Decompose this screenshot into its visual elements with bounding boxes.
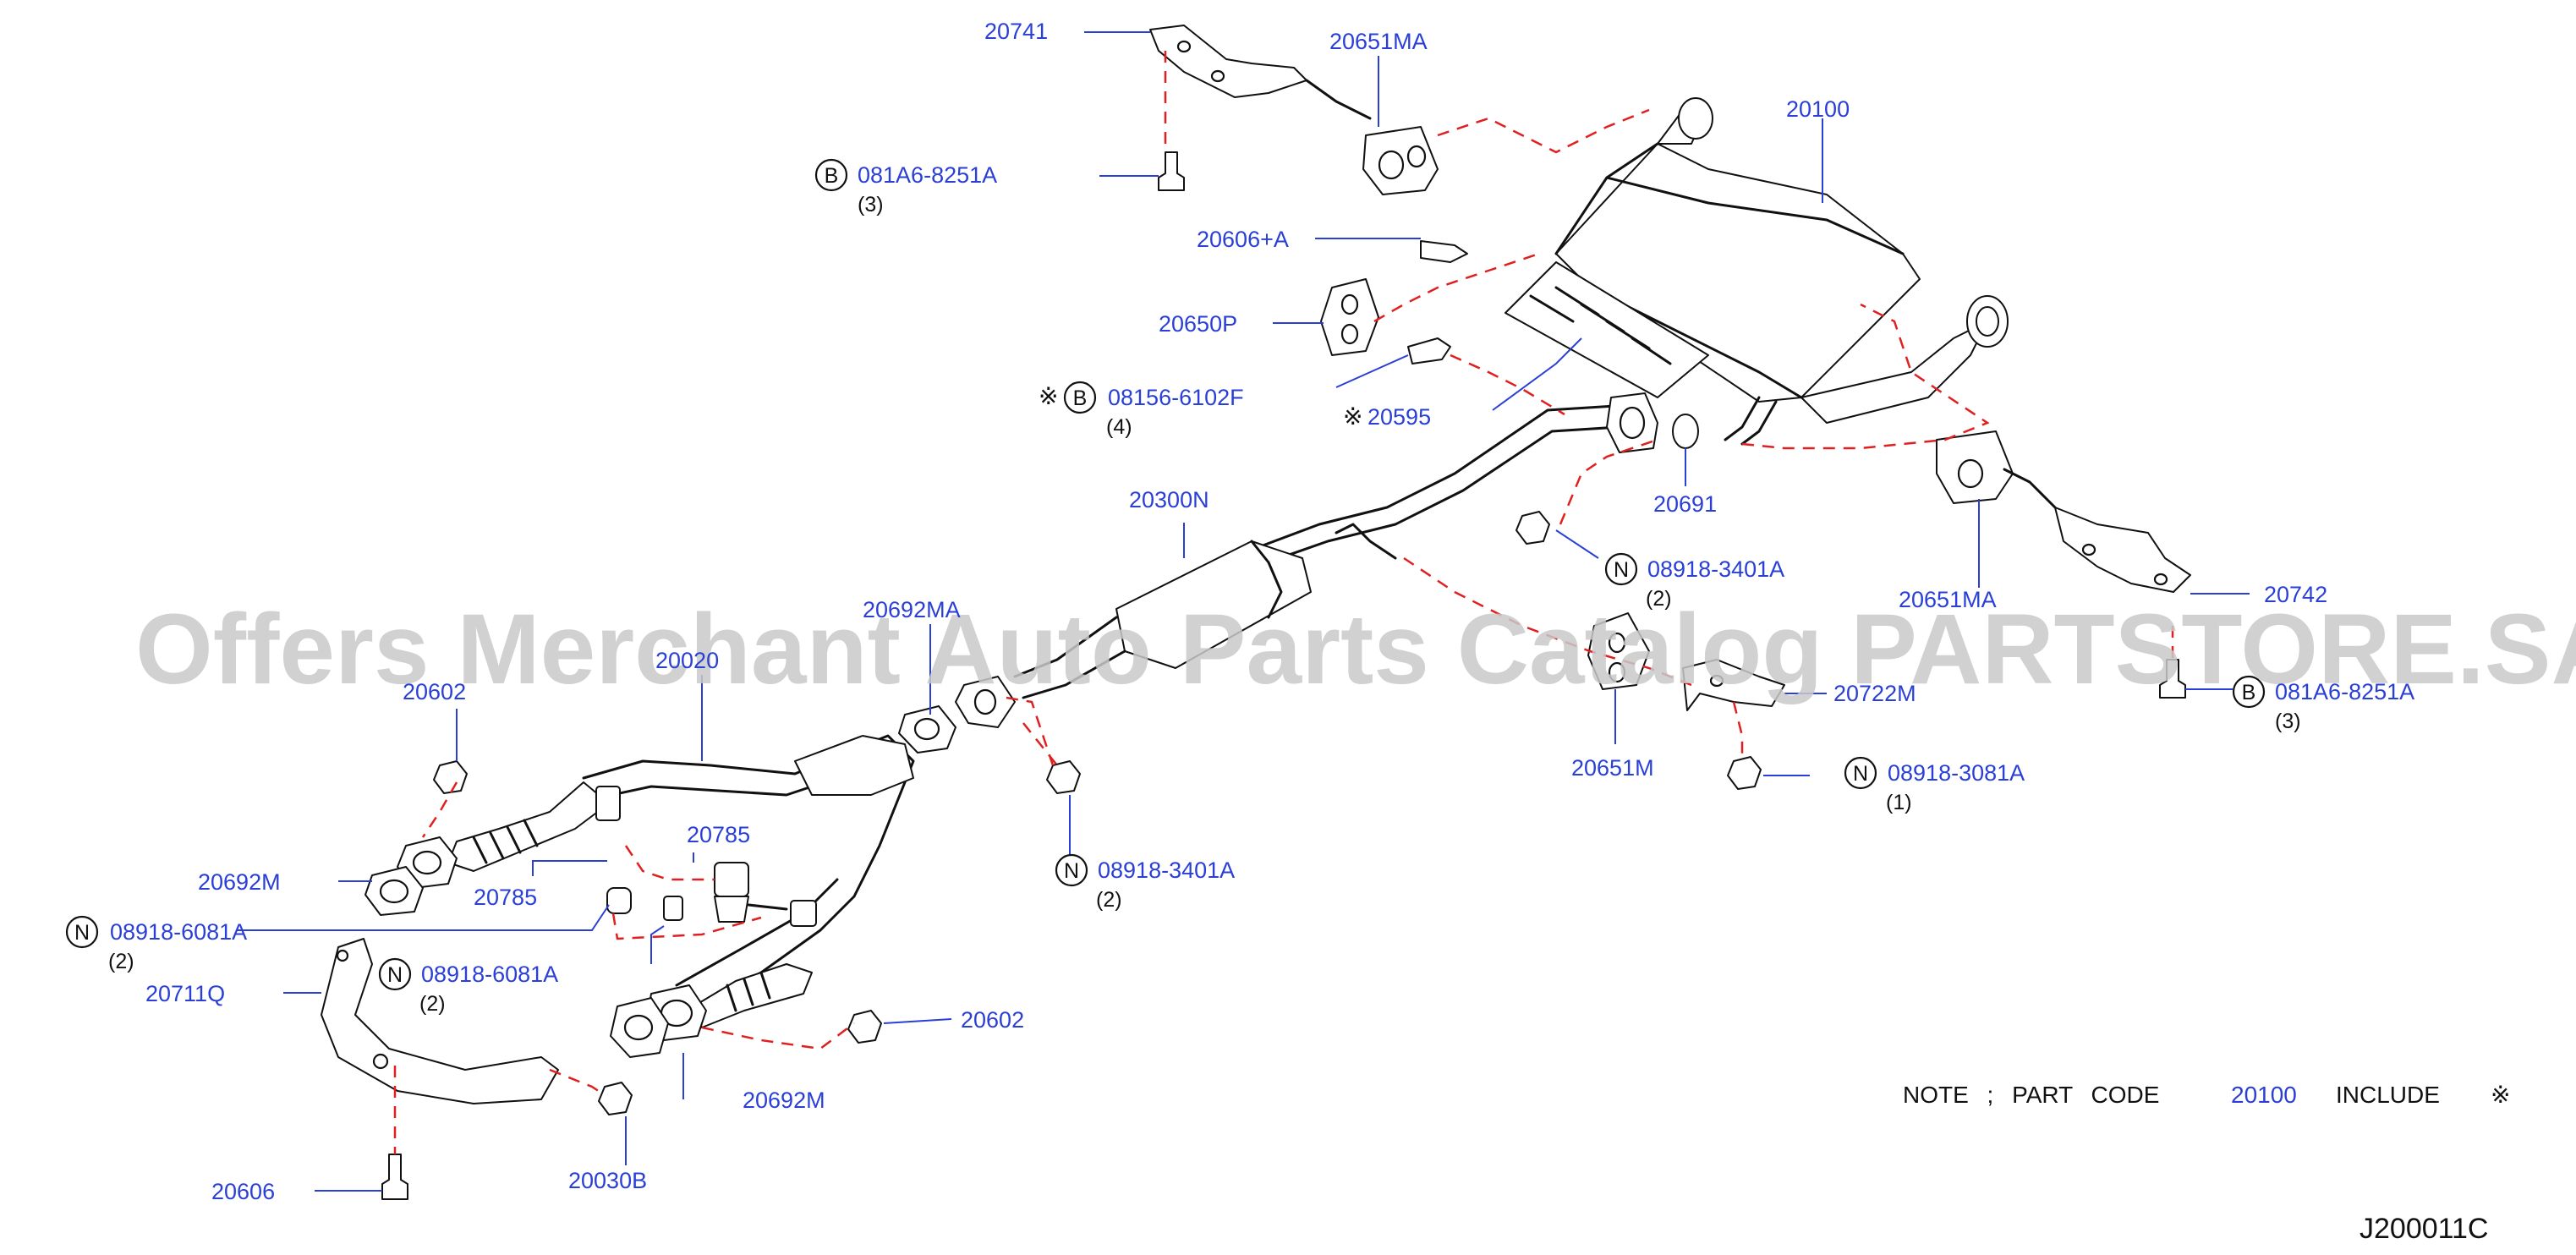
n-symbol-letter: N	[74, 921, 90, 945]
bolt-symbol-b-right: B	[2232, 675, 2266, 709]
part-label-08918-6081a-b[interactable]: 08918-6081A	[421, 962, 558, 987]
nut-symbol-n-3401a-lower: N	[1055, 853, 1088, 887]
quantity-08918-6081a-b: (2)	[419, 992, 446, 1016]
part-callouts: 20741 20651MA B 081A6-8251A (3) 20606+A …	[65, 19, 2414, 1204]
part-label-08918-6081a-a[interactable]: 08918-6081A	[110, 919, 247, 945]
part-label-20651m[interactable]: 20651M	[1571, 755, 1654, 781]
part-label-20651ma-right[interactable]: 20651MA	[1899, 587, 1997, 612]
quantity-08918-3401a-lower: (2)	[1096, 888, 1122, 912]
quantity-081a6-8251a-right: (3)	[2275, 710, 2301, 733]
n-symbol-letter: N	[1614, 558, 1629, 582]
watermark: Offers Merchant Auto Parts Catalog PARTS…	[135, 594, 2576, 705]
nut-symbol-n-3081a: N	[1844, 756, 1877, 790]
part-label-20602-top[interactable]: 20602	[403, 679, 466, 704]
part-label-20650p[interactable]: 20650P	[1159, 311, 1237, 337]
part-label-20692ma[interactable]: 20692MA	[863, 597, 961, 622]
hangers-drawing	[1320, 126, 2014, 690]
sensor-drawing	[714, 862, 788, 923]
quantity-08918-3401a-upper: (2)	[1646, 587, 1672, 611]
nut-symbol-n-upper: N	[1604, 552, 1638, 586]
part-label-20100[interactable]: 20100	[1786, 96, 1850, 122]
part-label-20602-bottom[interactable]: 20602	[961, 1007, 1024, 1033]
n-symbol-letter: N	[387, 963, 403, 987]
n-symbol-letter: N	[1064, 859, 1079, 883]
part-label-20711q[interactable]: 20711Q	[145, 981, 225, 1006]
quantity-08918-6081a-a: (2)	[108, 950, 134, 973]
part-label-08918-3401a-upper[interactable]: 08918-3401A	[1647, 556, 1784, 582]
n-symbol-letter: N	[1853, 762, 1868, 786]
part-label-20785-b[interactable]: 20785	[474, 885, 537, 910]
ref-mark-08156: ※	[1039, 383, 1058, 409]
leader-lines	[237, 31, 2250, 1192]
bolt-symbol-b-08156: B	[1063, 381, 1097, 414]
part-label-20030b[interactable]: 20030B	[568, 1168, 647, 1193]
gaskets-drawing	[364, 414, 1699, 1058]
part-label-20300n[interactable]: 20300N	[1129, 487, 1209, 512]
quantity-08156-6102f: (4)	[1106, 415, 1132, 439]
part-label-08918-3081a[interactable]: 08918-3081A	[1888, 760, 2025, 786]
note-prefix: NOTE ; PART CODE	[1903, 1082, 2159, 1108]
note-part-code[interactable]: 20100	[2231, 1082, 2297, 1108]
part-label-20742[interactable]: 20742	[2264, 582, 2327, 607]
note-block: NOTE ; PART CODE 20100 INCLUDE ※	[1903, 1082, 2510, 1108]
exhaust-line-art	[321, 25, 2191, 1200]
center-pipe-drawing	[955, 392, 1658, 728]
quantity-08918-3081a: (1)	[1886, 791, 1912, 814]
part-label-20606[interactable]: 20606	[211, 1179, 275, 1204]
quantity-081a6-8251a-left: (3)	[858, 193, 884, 216]
note-ref-mark: ※	[2491, 1082, 2510, 1108]
assembly-connectors	[393, 51, 2174, 1154]
part-label-20722m[interactable]: 20722M	[1833, 681, 1916, 706]
nut-symbol-n-6081a-b: N	[378, 957, 412, 991]
part-label-20606-a[interactable]: 20606+A	[1197, 227, 1289, 252]
diagram-code: J200011C	[2360, 1213, 2489, 1245]
part-label-20651ma-top[interactable]: 20651MA	[1329, 29, 1428, 54]
note-suffix: INCLUDE	[2336, 1082, 2440, 1108]
part-label-20692m-left[interactable]: 20692M	[198, 869, 281, 895]
part-label-20691[interactable]: 20691	[1653, 491, 1717, 517]
part-label-20692m-bottom[interactable]: 20692M	[743, 1088, 825, 1113]
brackets-drawing	[321, 25, 2191, 1104]
nut-symbol-n-6081a-a: N	[65, 915, 99, 949]
part-label-081a6-8251a-left[interactable]: 081A6-8251A	[858, 162, 997, 188]
bolt-symbol-b-left: B	[814, 158, 848, 192]
ref-mark-20595: ※	[1343, 403, 1362, 430]
part-label-08918-3401a-lower[interactable]: 08918-3401A	[1098, 858, 1235, 883]
part-label-20785-a[interactable]: 20785	[687, 822, 750, 847]
b-symbol-letter: B	[2242, 681, 2256, 704]
part-label-081a6-8251a-right[interactable]: 081A6-8251A	[2275, 679, 2414, 704]
main-muffler-drawing	[1504, 97, 2009, 446]
front-pipe-drawing	[447, 734, 915, 1028]
part-label-20020[interactable]: 20020	[655, 648, 719, 673]
part-label-20741[interactable]: 20741	[984, 19, 1048, 44]
b-symbol-letter: B	[1073, 386, 1088, 410]
bolts-drawing	[381, 151, 2186, 1200]
part-label-20595[interactable]: 20595	[1367, 404, 1431, 430]
part-label-08156-6102f[interactable]: 08156-6102F	[1108, 385, 1244, 410]
nuts-drawing	[433, 511, 1762, 1115]
b-symbol-letter: B	[825, 164, 839, 188]
